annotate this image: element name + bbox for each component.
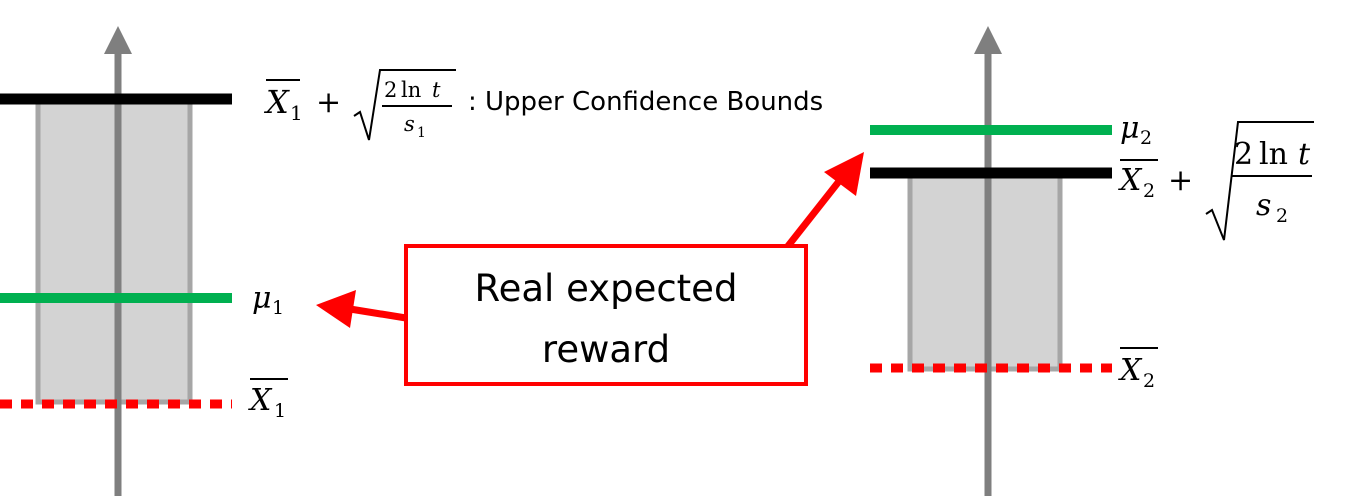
arm-2 (870, 26, 1112, 496)
callout-arrow-right-head (824, 152, 864, 196)
callout: Real expected reward (316, 152, 864, 386)
arm-1-ucb-formula: X 1 + 2 ln t s 1 (263, 69, 456, 141)
arm-2-ucb-num-var: t (1298, 137, 1311, 172)
arm-1-mean-sub: 1 (274, 400, 286, 422)
arm-1-ucb-den-sub: 1 (417, 125, 426, 141)
callout-line-1: Real expected (475, 267, 738, 310)
arm-2-ucb-sub: 2 (1143, 180, 1155, 202)
arm-1-mean-label: X 1 (248, 378, 288, 422)
arm-1-ucb-plus: + (316, 85, 341, 120)
callout-line-2: reward (542, 328, 670, 371)
arm-1-ucb-num-ln: ln (401, 78, 421, 102)
arm-2-mean-label: X 2 (1118, 347, 1158, 392)
arm-2-mu-var: μ (1120, 111, 1140, 146)
arm-2-ucb-plus: + (1168, 163, 1193, 198)
arm-2-ucb-den-sub: 2 (1276, 205, 1288, 227)
arm-2-mean-sub: 2 (1143, 370, 1155, 392)
arm-2-ucb-formula: X 2 + 2 ln t s 2 (1118, 121, 1314, 241)
arm-2-mean-var: X (1118, 353, 1143, 388)
arm-1-confidence-bar (35, 97, 193, 405)
arm-2-ucb-den-var: s (1256, 188, 1271, 223)
arm-1-mu-var: μ (252, 281, 272, 316)
ucb-caption: : Upper Confidence Bounds (468, 87, 823, 117)
arm-2-ucb-radical (1205, 121, 1314, 241)
arm-2-mu-sub: 2 (1140, 127, 1152, 149)
callout-box (404, 244, 808, 386)
arm-1-ucb-den-var: s (404, 112, 415, 136)
callout-arrow-right-shaft (785, 177, 843, 249)
arm-1-ucb-num-var: t (432, 78, 441, 102)
arm-2-ucb-num-coef: 2 (1234, 137, 1253, 172)
callout-arrow-left-head (316, 290, 356, 328)
arm-2-ucb-num-ln: ln (1259, 137, 1288, 172)
arm-1-mean-var: X (248, 383, 273, 418)
arm-2-ucb-var: X (1118, 163, 1143, 198)
arm-1-axis-arrowhead (104, 26, 132, 54)
arm-1-mu-sub: 1 (272, 297, 284, 319)
arm-1-ucb-sub: 1 (290, 101, 303, 125)
arm-1-ucb-var: X (263, 83, 290, 121)
arm-2-mu-label: μ 2 (1120, 111, 1152, 149)
arm-1 (0, 26, 232, 496)
arm-1-ucb-radical (353, 69, 456, 141)
callout-arrow-left-shaft (349, 305, 407, 322)
arm-1-mu-label: μ 1 (252, 281, 284, 319)
arm-1-ucb-num-coef: 2 (384, 78, 397, 102)
arm-2-axis-arrowhead (974, 26, 1002, 54)
